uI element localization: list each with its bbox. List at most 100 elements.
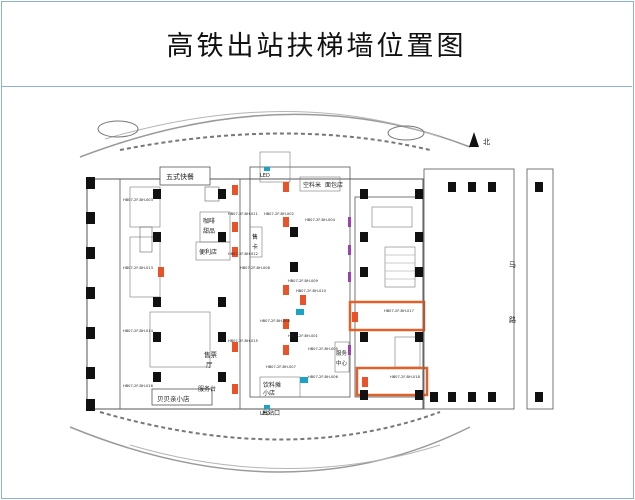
pillar [290, 227, 298, 237]
ad-panel [283, 182, 289, 192]
ad-panel [300, 295, 306, 305]
pillar [153, 297, 161, 307]
shop-center-right-b-label: 中心 [336, 359, 348, 367]
exit-label: 出站口 [262, 409, 280, 417]
code-label: HB07-2F-BH-012 [228, 252, 258, 256]
center-top-shops [299, 176, 341, 192]
east-strip [526, 168, 554, 410]
escalator [139, 226, 153, 253]
code-labels: HB07-2F-BH-003 HB07-2F-BH-011 HB07-2F-BH… [123, 198, 421, 388]
center-top-room [259, 151, 291, 183]
code-label: HB07-2F-BH-014 [123, 329, 154, 333]
ad-panel [232, 342, 238, 352]
pillar [218, 372, 226, 382]
pillar [86, 287, 95, 299]
pillar [86, 399, 95, 411]
shop-center-bottom-a-label: 饮料摊 [263, 381, 281, 389]
code-label: HB07-2F-BH-002 [264, 212, 294, 216]
road-label-a: 马 [509, 261, 516, 269]
top-arc-canopy [119, 132, 431, 151]
pillars [86, 177, 423, 411]
code-label: HB07-2F-BH-018 [390, 375, 421, 379]
pillar [218, 189, 226, 199]
ad-panel [283, 345, 289, 355]
shop-convenience-label: 便利店 [199, 248, 217, 256]
teal-panel [296, 309, 304, 315]
title-bar: 高铁出站扶梯墙位置图 [1, 1, 632, 87]
top-arc-inner [104, 111, 441, 140]
code-label: HB07-2F-BH-016 [123, 384, 154, 388]
pillar [415, 390, 423, 400]
code-label: HB07-2F-BH-006 [308, 375, 339, 379]
pillar [86, 367, 95, 379]
shop-top-left [159, 166, 211, 186]
pillar [415, 267, 423, 277]
right-stairs [384, 246, 416, 288]
pillar [415, 189, 423, 199]
center-left-room [249, 226, 263, 258]
compass-label: 北 [483, 138, 490, 146]
pillar [86, 212, 95, 224]
page-title: 高铁出站扶梯墙位置图 [166, 31, 467, 62]
top-left-oval [97, 120, 139, 138]
right-room-top [371, 206, 413, 228]
east-structure [423, 168, 515, 410]
shop-center-left-a-label: 售 [252, 233, 258, 241]
pillar [218, 297, 226, 307]
ad-panel [232, 222, 238, 232]
ad-panel [283, 285, 289, 295]
pillar [153, 232, 161, 242]
ad-panel [283, 319, 289, 329]
shop-center-left-b-label: 卡 [252, 243, 258, 251]
pillar [488, 182, 496, 192]
ad-panel [232, 384, 238, 394]
bottom-arc-outer [69, 426, 471, 473]
pillar [360, 332, 368, 342]
pillar [360, 390, 368, 400]
code-label: HB07-2F-BH-008 [260, 319, 291, 323]
code-label: HB07-2F-BH-010 [296, 289, 327, 293]
code-label: HB07-2F-BH-007 [266, 365, 296, 369]
pillar [290, 332, 298, 342]
station-floor-map: 北 五式快餐 贝贝亲小店 咖啡 甜品 便利店 售票 厅 服务台 空料米 面包店 … [69, 111, 554, 473]
pillar [153, 189, 161, 199]
purple-panel [348, 272, 351, 282]
shop-center-a-label: 空料米 [303, 181, 321, 189]
shop-center-bottom-b-label: 小店 [263, 389, 275, 397]
highlight-escalator-wall-2 [355, 366, 429, 397]
room-convenience [195, 241, 231, 261]
pillar [360, 267, 368, 277]
pillar [535, 392, 543, 402]
purple-panel [348, 217, 351, 227]
pillar [86, 247, 95, 259]
bottom-arc-canopy [99, 411, 441, 441]
shop-coffee-label: 咖啡 [203, 217, 215, 225]
shop-bottom-left-label: 贝贝亲小店 [157, 394, 190, 403]
pillar [468, 392, 476, 402]
ad-panel [352, 312, 358, 322]
shop-service-label: 服务台 [198, 385, 216, 393]
highlight-escalator-wall-1 [348, 300, 426, 332]
teal-panel [264, 405, 270, 409]
pillar [218, 332, 226, 342]
sign-bottom-label: LED [260, 411, 270, 417]
code-label: HB07-2F-BH-011 [228, 212, 258, 216]
pillar [360, 189, 368, 199]
pillar [86, 177, 95, 189]
ad-panel [232, 185, 238, 195]
right-block [354, 196, 424, 398]
ad-panels [158, 182, 368, 394]
shop-top-left-label: 五式快餐 [166, 172, 194, 181]
code-label: HB07-2F-BH-001 [288, 334, 318, 338]
code-label: HB07-2F-BH-009 [288, 279, 319, 283]
pillar [153, 332, 161, 342]
pillar [448, 182, 456, 192]
sign-top-label: LED [260, 173, 270, 179]
ad-panel [158, 267, 164, 277]
purple-panel [348, 345, 351, 355]
code-label: HB07-2F-BH-005 [308, 347, 338, 351]
purple-panels [348, 217, 351, 355]
center-right-room [334, 341, 350, 373]
code-label: HB07-2F-BH-003 [123, 198, 153, 202]
